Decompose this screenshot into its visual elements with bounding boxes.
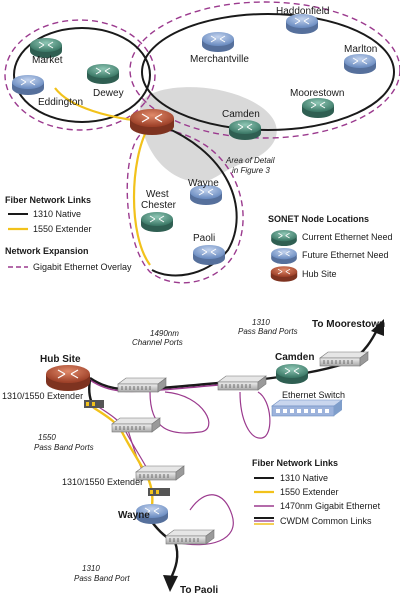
extender-box-1 xyxy=(84,400,104,408)
extender-label-1: 1310/1550 Extender xyxy=(2,391,83,401)
arrow-paoli-head xyxy=(163,575,178,592)
bottom-legend-gbe: 1470nm Gigabit Ethernet xyxy=(280,501,381,511)
bottom-camden-label: Camden xyxy=(275,352,314,363)
pass-band-port-2: Pass Band Port xyxy=(74,574,130,583)
pass-band-1550-2: Pass Band Ports xyxy=(34,443,94,452)
pass-band-1550-1: 1550 xyxy=(38,433,56,442)
label-marlton: Marlton xyxy=(344,44,377,55)
mux-4 xyxy=(135,465,185,481)
native-ring-left xyxy=(13,27,151,123)
label-market: Market xyxy=(32,55,63,66)
ethernet-switch xyxy=(271,399,343,417)
legend-extender-label: 1550 Extender xyxy=(33,224,92,234)
overlay-ring-bottom xyxy=(126,128,244,284)
label-merchantville: Merchantville xyxy=(190,54,249,65)
bottom-wayne-label: Wayne xyxy=(118,510,150,521)
area-note-2: in Figure 3 xyxy=(232,166,270,175)
legend-native-label: 1310 Native xyxy=(33,209,81,219)
area-note-1: Area of Detail xyxy=(225,156,275,165)
mux-5 xyxy=(165,529,215,545)
label-west-chester-1: West xyxy=(146,189,169,200)
channel-ports-1: 1490nm xyxy=(150,329,179,338)
bottom-hub-router xyxy=(45,364,91,392)
native-ring-right xyxy=(141,13,395,131)
pass-band-port-1: 1310 xyxy=(82,564,100,573)
label-dewey: Dewey xyxy=(93,88,124,99)
mux-3 xyxy=(319,351,369,367)
bottom-legend-extender: 1550 Extender xyxy=(280,487,339,497)
label-wayne-top: Wayne xyxy=(188,178,219,189)
extender-link-westchester xyxy=(132,127,151,266)
legend-future-icon xyxy=(270,247,298,265)
bottom-legend-native: 1310 Native xyxy=(280,473,328,483)
loop-wayne xyxy=(174,494,234,546)
pass-band-1310-1: 1310 xyxy=(252,318,270,327)
legend-hub-label: Hub Site xyxy=(302,269,337,279)
arrow-moorestown-head xyxy=(371,319,384,336)
bottom-legend-cwdm: CWDM Common Links xyxy=(280,516,372,526)
node-eddington xyxy=(11,74,45,96)
bottom-camden-router xyxy=(275,363,309,385)
channel-ports-2: Channel Ports xyxy=(132,338,183,347)
extender-label-2: 1310/1550 Extender xyxy=(62,477,143,487)
ethernet-switch-label: Ethernet Switch xyxy=(282,390,345,400)
pass-band-1310-2: Pass Band Ports xyxy=(238,327,298,336)
node-west-chester xyxy=(140,211,174,233)
to-moorestown-label: To Moorestown xyxy=(312,319,385,330)
overlay-ring-right xyxy=(129,1,400,139)
native-ring-bottom xyxy=(151,121,238,277)
label-west-chester-2: Chester xyxy=(141,200,177,211)
fiber-legend-title: Fiber Network Links xyxy=(5,195,91,205)
expansion-legend-title: Network Expansion xyxy=(5,246,89,256)
node-haddonfield xyxy=(285,13,319,35)
loop-mux2 xyxy=(239,391,271,439)
extender-box-2 xyxy=(148,488,170,496)
label-camden: Camden xyxy=(222,109,260,120)
node-hub xyxy=(129,108,175,136)
legend-hub-icon xyxy=(270,265,298,283)
to-paoli-label: To Paoli xyxy=(180,585,218,596)
node-camden xyxy=(228,119,262,141)
legend-current-icon xyxy=(270,229,298,247)
bottom-legend-title: Fiber Network Links xyxy=(252,458,338,468)
label-haddonfield: Haddonfield xyxy=(276,6,329,17)
sonet-legend-title: SONET Node Locations xyxy=(268,214,369,224)
legend-current-label: Current Ethernet Need xyxy=(302,232,393,242)
label-paoli: Paoli xyxy=(193,233,215,244)
mux-passband xyxy=(111,417,161,433)
label-moorestown: Moorestown xyxy=(290,88,344,99)
label-eddington: Eddington xyxy=(38,97,83,108)
bottom-hub-label: Hub Site xyxy=(40,354,81,365)
mux-1 xyxy=(117,377,167,393)
node-paoli xyxy=(192,244,226,266)
node-marlton xyxy=(343,53,377,75)
node-merchantville xyxy=(201,31,235,53)
legend-overlay-label: Gigabit Ethernet Overlay xyxy=(33,262,132,272)
legend-future-label: Future Ethernet Need xyxy=(302,250,389,260)
node-moorestown xyxy=(301,97,335,119)
overlay-ring-left xyxy=(4,19,156,131)
node-dewey xyxy=(86,63,120,85)
mux-2 xyxy=(217,375,267,391)
